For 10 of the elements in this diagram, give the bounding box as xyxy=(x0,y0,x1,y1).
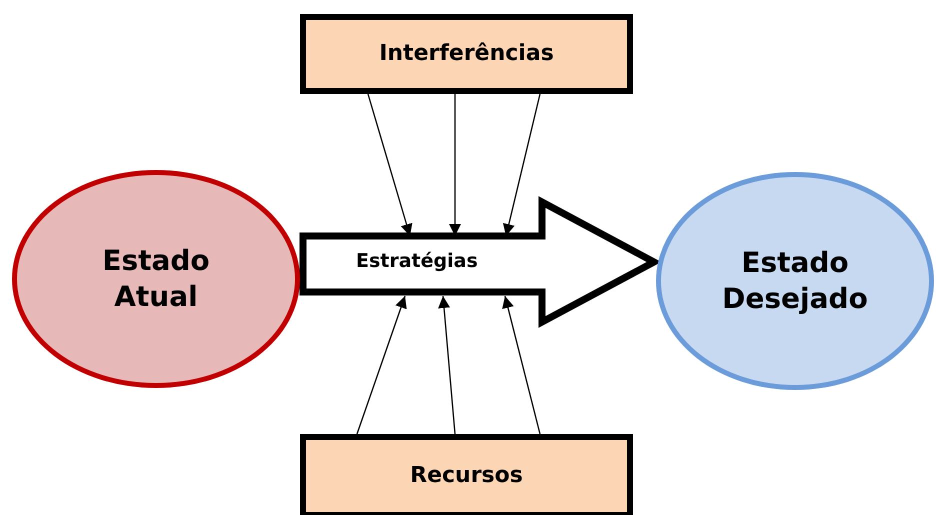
node-label: Interferências xyxy=(379,40,554,68)
arrow xyxy=(356,296,407,434)
process-box xyxy=(300,14,633,94)
node-label: Recursos xyxy=(410,462,523,490)
arrow xyxy=(502,296,541,434)
node-label: Estado Atual xyxy=(101,242,211,315)
arrow xyxy=(438,296,456,434)
node-label: Estado Desejado xyxy=(721,244,869,317)
process-box xyxy=(300,434,633,515)
arrow-label: Estratégias xyxy=(356,248,478,274)
